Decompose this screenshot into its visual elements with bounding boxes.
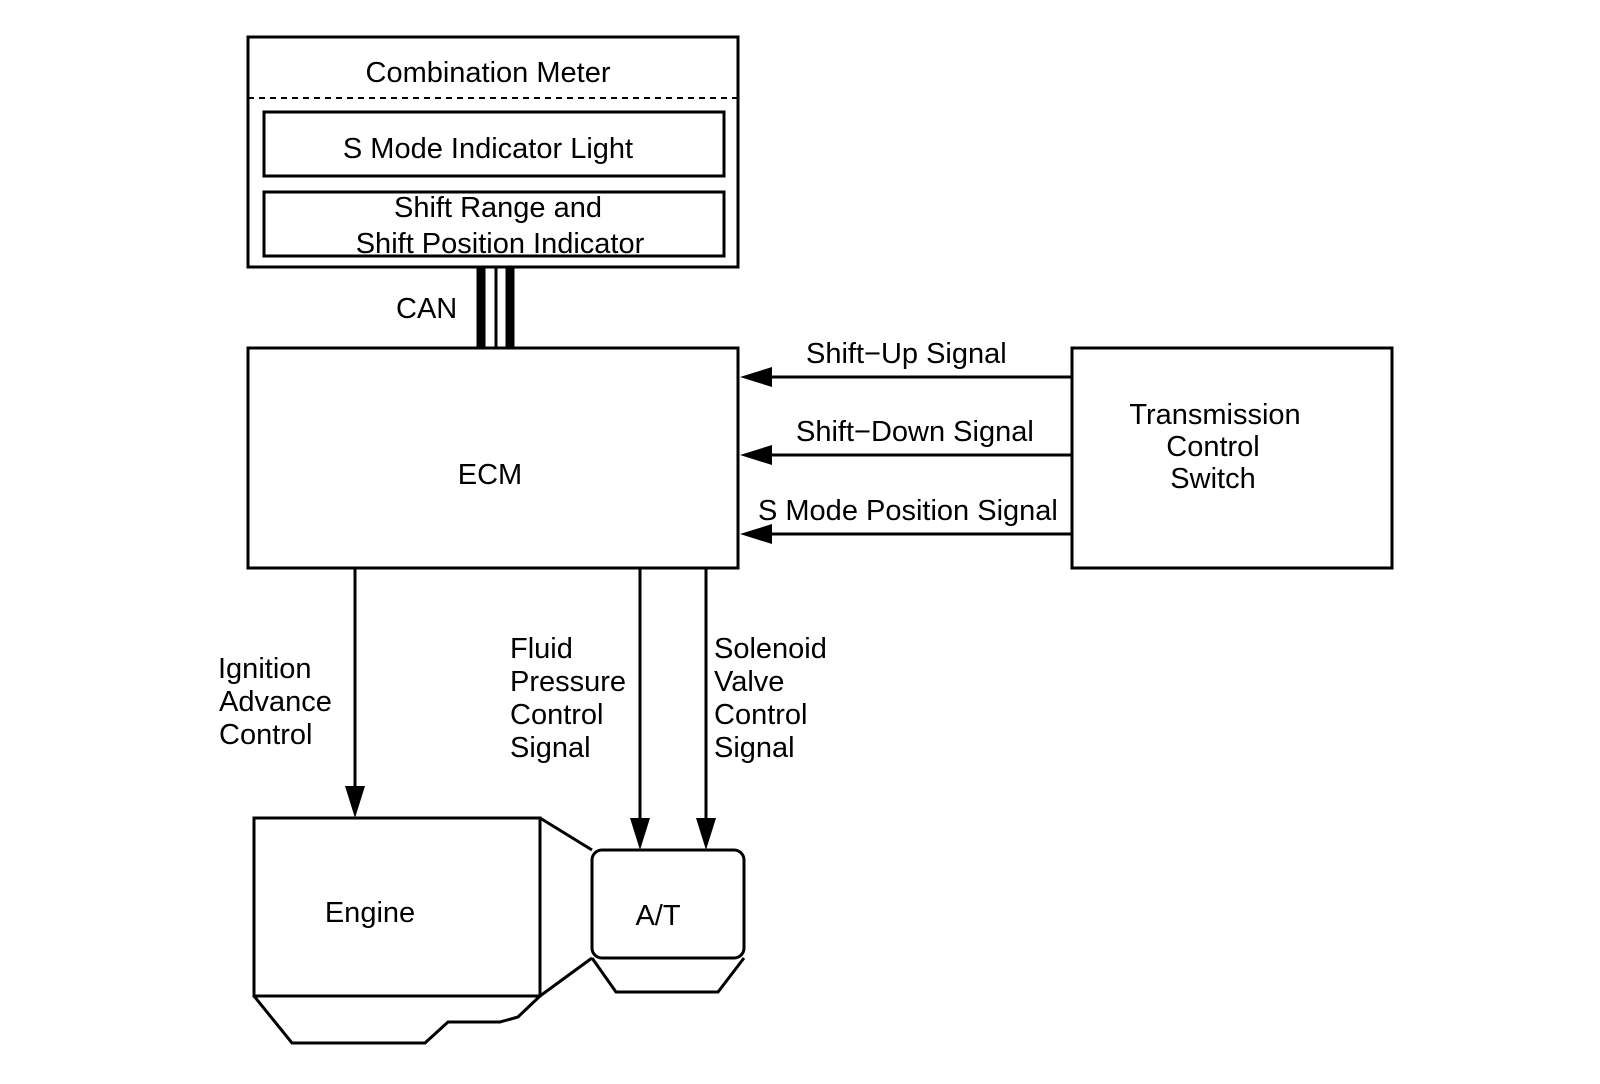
ignition-line3: Control (219, 719, 313, 751)
shift-indicator-line1: Shift Range and (394, 192, 602, 224)
s-mode-indicator-light-label: S Mode Indicator Light (343, 133, 633, 165)
solenoid-line4: Signal (714, 732, 795, 764)
combination-meter-title: Combination Meter (366, 57, 611, 89)
ecm-label: ECM (458, 459, 522, 491)
shift-up-signal-label: Shift−Up Signal (806, 338, 1007, 370)
shift-up-arrowhead (740, 367, 772, 387)
ignition-advance-control-line: Ignition Advance Control (218, 568, 365, 818)
shift-down-signal-label: Shift−Down Signal (796, 416, 1034, 448)
solenoid-line2: Valve (714, 666, 784, 698)
shift-up-signal-line: Shift−Up Signal (740, 338, 1072, 387)
transmission-control-switch-block: Transmission Control Switch (1070, 346, 1394, 570)
solenoid-arrowhead (696, 818, 716, 850)
shift-down-signal-line: Shift−Down Signal (740, 416, 1072, 465)
transmission-switch-line2: Control (1166, 431, 1260, 463)
can-label: CAN (396, 293, 457, 325)
fluid-pressure-control-line: Fluid Pressure Control Signal (510, 568, 650, 850)
fluid-pressure-line2: Pressure (510, 666, 626, 698)
solenoid-valve-control-line: Solenoid Valve Control Signal (696, 568, 827, 850)
s-mode-position-signal-label: S Mode Position Signal (758, 495, 1058, 527)
can-bus: CAN (396, 267, 515, 348)
shift-indicator-line2: Shift Position Indicator (356, 228, 645, 260)
at-oil-pan (590, 957, 746, 994)
fluid-pressure-line3: Control (510, 699, 604, 731)
solenoid-line3: Control (714, 699, 808, 731)
s-mode-position-signal-line: S Mode Position Signal (740, 495, 1072, 544)
s-mode-position-arrowhead (740, 524, 772, 544)
shift-down-arrowhead (740, 445, 772, 465)
at-block: A/T (590, 848, 746, 994)
engine-oil-pan (252, 994, 542, 1045)
ignition-line1: Ignition (218, 653, 312, 685)
fluid-pressure-line1: Fluid (510, 633, 573, 665)
shift-position-indicator-box (262, 190, 726, 258)
s-mode-indicator-light-box (262, 110, 726, 178)
at-label: A/T (635, 900, 680, 932)
engine-label: Engine (325, 897, 415, 929)
bellhousing-connector (539, 816, 593, 998)
transmission-switch-line1: Transmission (1129, 399, 1300, 431)
fluid-pressure-line4: Signal (510, 732, 591, 764)
ignition-line2: Advance (219, 686, 332, 718)
engine-block: Engine (252, 816, 542, 1045)
ignition-arrowhead (345, 786, 365, 818)
ecm-block: ECM (246, 346, 740, 570)
combination-meter-block: Combination Meter S Mode Indicator Light… (246, 35, 740, 269)
solenoid-line1: Solenoid (714, 633, 827, 665)
transmission-switch-line3: Switch (1170, 463, 1255, 495)
fluid-pressure-arrowhead (630, 818, 650, 850)
